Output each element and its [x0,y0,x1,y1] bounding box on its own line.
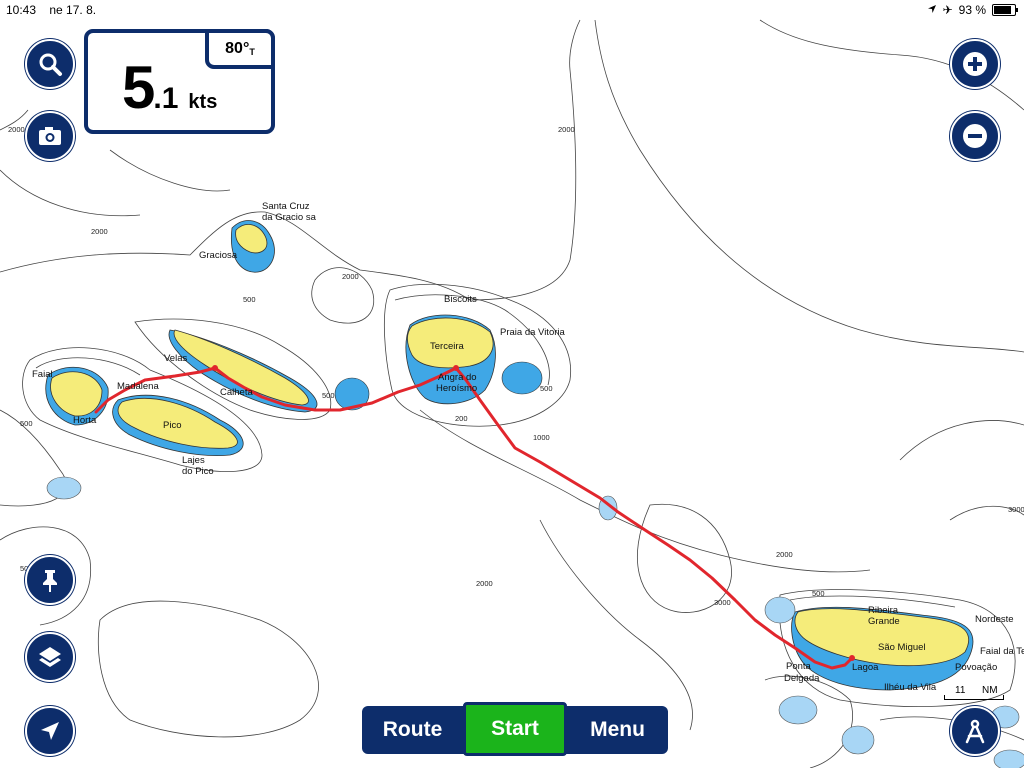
place-label: Ilhéu da Vila [884,682,937,693]
place-label: Graciosa [199,250,238,261]
place-label: São Miguel [878,642,926,653]
speed-unit: kts [188,91,218,113]
pin-icon [43,570,57,592]
scale-bar: 11 NM [944,683,1004,703]
place-label: Pico [163,420,181,431]
scale-value: 11 [955,685,966,696]
scale-unit: NM [982,685,998,696]
place-label: Angra do [438,372,477,383]
sao-miguel-island [791,606,974,691]
depth-label: 1000 [533,433,550,442]
battery-percent: 93 % [958,3,986,17]
place-label: do Pico [182,466,214,477]
menu-button[interactable]: Menu [590,718,645,741]
bottom-action-bar: Route Start Menu [362,701,668,756]
depth-label: 500 [243,295,256,304]
status-date: ne 17. 8. [49,3,97,17]
depth-label: 2000 [8,125,25,134]
compass-icon [965,719,985,744]
place-label: Terceira [430,341,465,352]
place-label: Grande [868,616,900,627]
track-waypoint [453,365,459,371]
route-button[interactable]: Route [382,718,443,741]
status-bar: 10:43 ne 17. 8. ✈ 93 % [0,0,1024,20]
depth-label: 2000 [558,125,575,134]
light-shoals [46,476,1024,768]
place-label: Biscoits [444,294,477,305]
minus-icon [963,124,987,148]
add-marker-button[interactable] [25,555,75,605]
locate-button[interactable] [25,706,75,756]
track-waypoint [849,655,855,661]
layers-icon [39,647,61,667]
heading-readout: 80°T [205,29,275,69]
plus-icon [963,52,987,76]
place-label: Santa Cruz [262,201,310,212]
depth-label: 3000 [714,598,731,607]
speed-integer: 5 [122,54,155,121]
terceira-island [405,314,496,405]
place-label: Faial da Te [980,646,1024,657]
shallow-banks [334,361,543,411]
graciosa-island [230,220,275,273]
place-label: Calheta [220,387,253,398]
place-label: Velas [164,353,187,364]
layers-button[interactable] [25,632,75,682]
navigation-arrow-icon [41,722,59,740]
heading-value: 80° [225,40,250,57]
depth-label: 200 [455,414,468,423]
location-arrow-icon [927,3,937,17]
faial-pico-islands [45,366,244,456]
compass-button[interactable] [950,706,1000,756]
place-label: Faial [32,369,53,380]
scale-line [944,695,1004,700]
search-button[interactable] [25,39,75,89]
place-label: Lajes [182,455,205,466]
heading-reference: T [249,47,255,57]
place-label: Madalena [117,381,159,392]
depth-label: 2000 [91,227,108,236]
depth-label: 500 [20,419,33,428]
start-button[interactable]: Start [463,701,567,756]
depth-label: 500 [20,564,33,573]
place-label: Povoação [955,662,997,673]
camera-button[interactable] [25,111,75,161]
speed-readout: 5.1 kts [122,53,217,122]
place-label: Heroísmo [436,383,477,394]
depth-label: 2000 [342,272,359,281]
place-label: Nordeste [975,614,1014,625]
place-label: Lagoa [852,662,879,673]
camera-icon [39,127,61,145]
zoom-in-button[interactable] [950,39,1000,89]
depth-label: 2000 [776,550,793,559]
place-label: Ponta [786,661,812,672]
airplane-icon: ✈ [942,3,953,17]
speed-heading-panel[interactable]: 80°T 5.1 kts [84,29,275,134]
sao-jorge-island [168,329,318,413]
track-waypoint [212,365,218,371]
depth-label: 500 [812,589,825,598]
speed-decimal: .1 [153,82,179,115]
place-label: Delgada [784,673,820,684]
depth-label: 3000 [1008,505,1024,514]
depth-label: 2000 [476,579,493,588]
place-label: da Gracio sa [262,212,317,223]
depth-label: 500 [322,391,335,400]
place-label: Horta [73,415,97,426]
status-time: 10:43 [6,3,37,17]
track-line [94,366,854,670]
battery-icon [992,4,1018,16]
search-icon [39,53,62,76]
place-label: Praia da Vitoria [500,327,565,338]
zoom-out-button[interactable] [950,111,1000,161]
depth-contours [0,19,1024,768]
depth-label: 500 [540,384,553,393]
place-label: Ribeira [868,605,899,616]
